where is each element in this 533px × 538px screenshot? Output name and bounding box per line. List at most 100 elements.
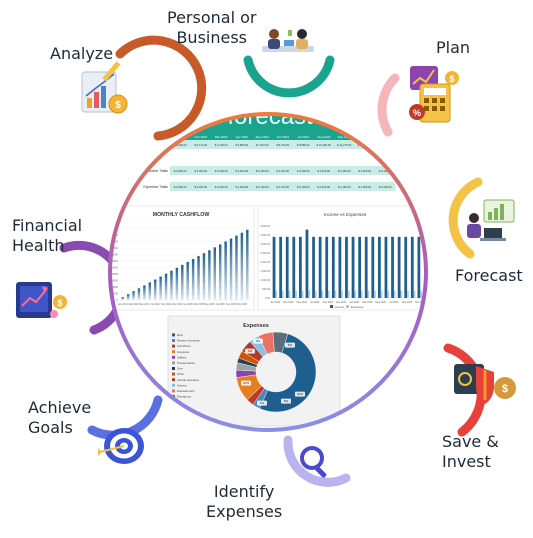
donut-legend-label: Transportation bbox=[177, 361, 195, 365]
sheet-month-label: Mar 2024 bbox=[215, 135, 228, 139]
donut-legend-label: Gym bbox=[177, 367, 184, 371]
donut-percent-label: 6% bbox=[288, 343, 293, 347]
financial-health-label: Financial Health bbox=[12, 216, 82, 256]
donut-legend-swatch bbox=[172, 339, 175, 342]
sheet-cell-value: $ 3,000.00 bbox=[194, 169, 207, 173]
donut-legend-swatch bbox=[172, 389, 175, 393]
sheet-month-label: Feb 2024 bbox=[194, 135, 207, 139]
sheet-cell-value: $ 5,880.00 bbox=[235, 143, 248, 147]
plan-arc bbox=[377, 73, 400, 137]
cashflow-bar bbox=[218, 244, 222, 300]
income-bar bbox=[279, 236, 283, 298]
cashflow-bar bbox=[224, 241, 227, 300]
cashflow-y-tick: 2000 bbox=[112, 292, 118, 296]
sheet-month-label: Aug 2024 bbox=[317, 135, 330, 139]
cashflow-bar bbox=[213, 247, 217, 300]
identify-arc bbox=[283, 435, 351, 487]
personal-business-line2: Business bbox=[176, 28, 248, 47]
identify-expenses-line1: Identify bbox=[213, 482, 275, 501]
donut-percent-box bbox=[241, 380, 251, 386]
expenses-bar bbox=[321, 290, 324, 298]
income-bar bbox=[285, 236, 289, 298]
svg-text:%: % bbox=[413, 108, 421, 118]
cashflow-x-tick: Jan 2024 bbox=[118, 303, 129, 306]
analyze-chart-icon: $ bbox=[81, 61, 128, 114]
income-bar bbox=[410, 236, 414, 298]
income-bar bbox=[384, 236, 388, 298]
cashflow-x-tick: Sep 2025 bbox=[226, 303, 237, 306]
donut-slice bbox=[272, 331, 289, 354]
income-x-tick: Jan 2024 bbox=[270, 301, 281, 304]
target-dartboard-icon bbox=[98, 428, 144, 464]
sheet-cell-value: $ 3,400.00 bbox=[215, 169, 228, 173]
sheet-cell-value: $ 2,290.00 bbox=[379, 185, 392, 189]
sheet-row-band bbox=[170, 140, 396, 149]
donut-percent-label: 10% bbox=[243, 381, 249, 385]
cashflow-bar bbox=[191, 259, 195, 300]
income-y-tick: 0.00 bbox=[265, 297, 270, 300]
sheet-cell-value: $ 3,400.00 bbox=[235, 169, 248, 173]
donut-legend-label: Groceries bbox=[177, 350, 190, 354]
sheet-month-label: Sep 2024 bbox=[338, 135, 351, 139]
donut-legend-label: Vehicle Insurance bbox=[177, 378, 200, 382]
cashflow-x-tick: Jul 2024 bbox=[151, 303, 161, 306]
donut-legend-swatch bbox=[172, 383, 175, 387]
income-bar bbox=[312, 236, 315, 298]
donut-percent-box bbox=[295, 391, 305, 397]
sheet-cell-value: $ 3,400.00 bbox=[297, 169, 310, 173]
income-bar bbox=[298, 236, 302, 298]
income-bar bbox=[397, 236, 401, 298]
sheet-cell-value: $ 14,000.00 bbox=[378, 143, 393, 147]
donut-legend-label: Internet bbox=[177, 383, 187, 387]
safe-shield-money-icon: $ bbox=[454, 364, 516, 404]
sheet-cell-value: $ 10,460.00 bbox=[317, 143, 332, 147]
achieve-goals-line1: Achieve bbox=[28, 398, 92, 417]
income-bar bbox=[417, 236, 421, 298]
achieve-goals-line2: Goals bbox=[28, 418, 73, 437]
expenses-bar bbox=[420, 290, 422, 298]
income-bar bbox=[351, 236, 355, 298]
sheet-month-label: Jun 2024 bbox=[277, 135, 290, 139]
expenses-bar bbox=[374, 290, 376, 298]
svg-text:$: $ bbox=[57, 298, 62, 308]
identify-expenses-label: Identify Expenses bbox=[206, 482, 282, 522]
income-y-tick: 2,500.00 bbox=[260, 252, 270, 255]
income-bar bbox=[305, 229, 309, 298]
cashflow-bar bbox=[164, 273, 168, 300]
income-bar bbox=[331, 236, 335, 298]
cashflow-bar bbox=[246, 229, 249, 300]
income-bar bbox=[391, 236, 394, 298]
cashflow-bar bbox=[137, 288, 141, 300]
forecast-arc bbox=[448, 177, 483, 259]
donut-percent-box bbox=[245, 348, 255, 354]
income-x-tick: Nov 2024 bbox=[336, 301, 347, 304]
sheet-cell-value: $ 2,020.00 bbox=[194, 185, 207, 189]
personal-arc bbox=[243, 55, 335, 98]
svg-text:$: $ bbox=[115, 100, 121, 111]
donut-legend-label: Entertainment bbox=[177, 389, 195, 393]
income-bar bbox=[325, 236, 329, 298]
donut-legend-label: Renters Insurance bbox=[177, 339, 200, 343]
income-bar bbox=[404, 236, 408, 298]
income-y-tick: 3,000.00 bbox=[260, 243, 270, 246]
magnifier-icon bbox=[300, 446, 327, 478]
expenses-bar bbox=[334, 290, 337, 298]
sheet-cell-value: $ 3,400.00 bbox=[317, 169, 330, 173]
sheet-cell-value: $ 8,070.00 bbox=[276, 143, 289, 147]
forecast-label: Forecast bbox=[455, 266, 523, 285]
sheet-cell-value: $ 2,190.00 bbox=[338, 185, 351, 189]
legend-income-label: Income bbox=[335, 305, 345, 309]
income-y-tick: 1,500.00 bbox=[260, 270, 270, 273]
donut-legend-label: Rent bbox=[177, 333, 183, 337]
cashflow-x-tick: May 2025 bbox=[204, 303, 215, 306]
calculator-money-icon: % $ bbox=[409, 66, 459, 123]
cashflow-bar bbox=[121, 297, 124, 300]
cashflow-bar bbox=[170, 270, 173, 300]
legend-income-swatch bbox=[330, 305, 333, 308]
expenses-bar bbox=[295, 290, 297, 298]
sheet-cell-value: $ 2,000.00 bbox=[174, 143, 187, 147]
sheet-cell-value: $ 3,400.00 bbox=[338, 169, 351, 173]
sheet-cell-value: $ 7,010.00 bbox=[256, 143, 269, 147]
